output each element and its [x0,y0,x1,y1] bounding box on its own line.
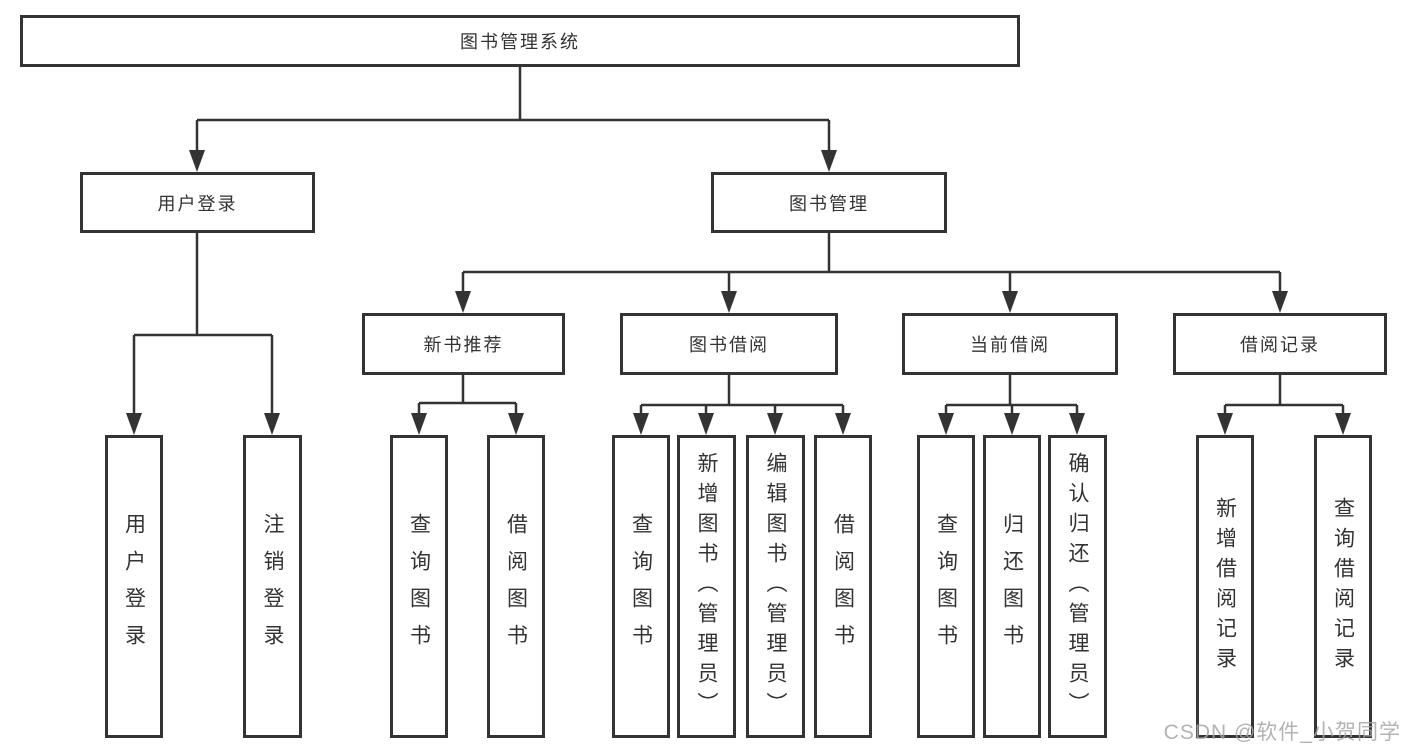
leaf-label: 借阅图书 [504,512,528,661]
leaf-query-borrow-record: 查询借阅记录 [1314,435,1372,738]
leaf-user-login: 用户登录 [105,435,163,738]
leaf-confirm-return-admin: 确认归还（管理员） [1048,435,1107,738]
node-label: 当前借阅 [970,335,1050,355]
leaf-query-books-current: 查询图书 [917,435,975,738]
node-label: 借阅记录 [1240,335,1320,355]
leaf-add-borrow-record: 新增借阅记录 [1196,435,1254,738]
node-book-borrowing: 图书借阅 [620,313,838,375]
node-new-book-recommendation: 新书推荐 [362,313,565,375]
edge-borrow-to-leaves [633,375,851,435]
node-library-management-system: 图书管理系统 [20,15,1020,67]
leaf-label: 新增图书（管理员） [695,451,718,722]
node-borrowing-records: 借阅记录 [1173,313,1387,375]
leaf-label: 查询图书 [934,512,958,661]
leaf-logout: 注销登录 [243,435,302,738]
leaf-add-books-admin: 新增图书（管理员） [677,435,736,738]
node-user-login: 用户登录 [80,172,315,233]
leaf-label: 借阅图书 [831,512,855,661]
node-label: 图书管理 [789,193,869,214]
leaf-label: 确认归还（管理员） [1066,451,1089,722]
node-label: 图书管理系统 [460,32,580,52]
node-label: 用户登录 [157,193,238,214]
leaf-label: 查询图书 [629,512,653,661]
edge-current-to-leaves [938,375,1085,435]
leaf-borrow-books-recommend: 借阅图书 [487,435,545,738]
edge-login-to-leaves [126,233,280,435]
leaf-label: 注销登录 [261,512,284,661]
csdn-watermark: CSDN @软件_小贺同学 [1163,721,1401,744]
leaf-label: 归还图书 [1000,512,1024,661]
leaf-label: 查询借阅记录 [1331,496,1355,677]
leaf-label: 用户登录 [122,512,146,661]
node-book-management: 图书管理 [711,172,947,233]
node-label: 图书借阅 [689,335,769,355]
leaf-label: 查询图书 [407,512,431,661]
edge-management-to-level3 [455,233,1288,313]
leaf-borrow-books: 借阅图书 [814,435,872,738]
leaf-query-books-recommend: 查询图书 [390,435,448,738]
edge-root-to-level2 [189,67,837,172]
node-current-borrowing: 当前借阅 [902,313,1118,375]
leaf-return-books: 归还图书 [983,435,1041,738]
leaf-query-books-borrow: 查询图书 [612,435,670,738]
edge-recommend-to-leaves [411,375,524,435]
leaf-edit-books-admin: 编辑图书（管理员） [746,435,805,738]
leaf-label: 编辑图书（管理员） [764,451,787,722]
edge-records-to-leaves [1217,375,1351,435]
leaf-label: 新增借阅记录 [1213,496,1237,677]
node-label: 新书推荐 [423,335,504,355]
